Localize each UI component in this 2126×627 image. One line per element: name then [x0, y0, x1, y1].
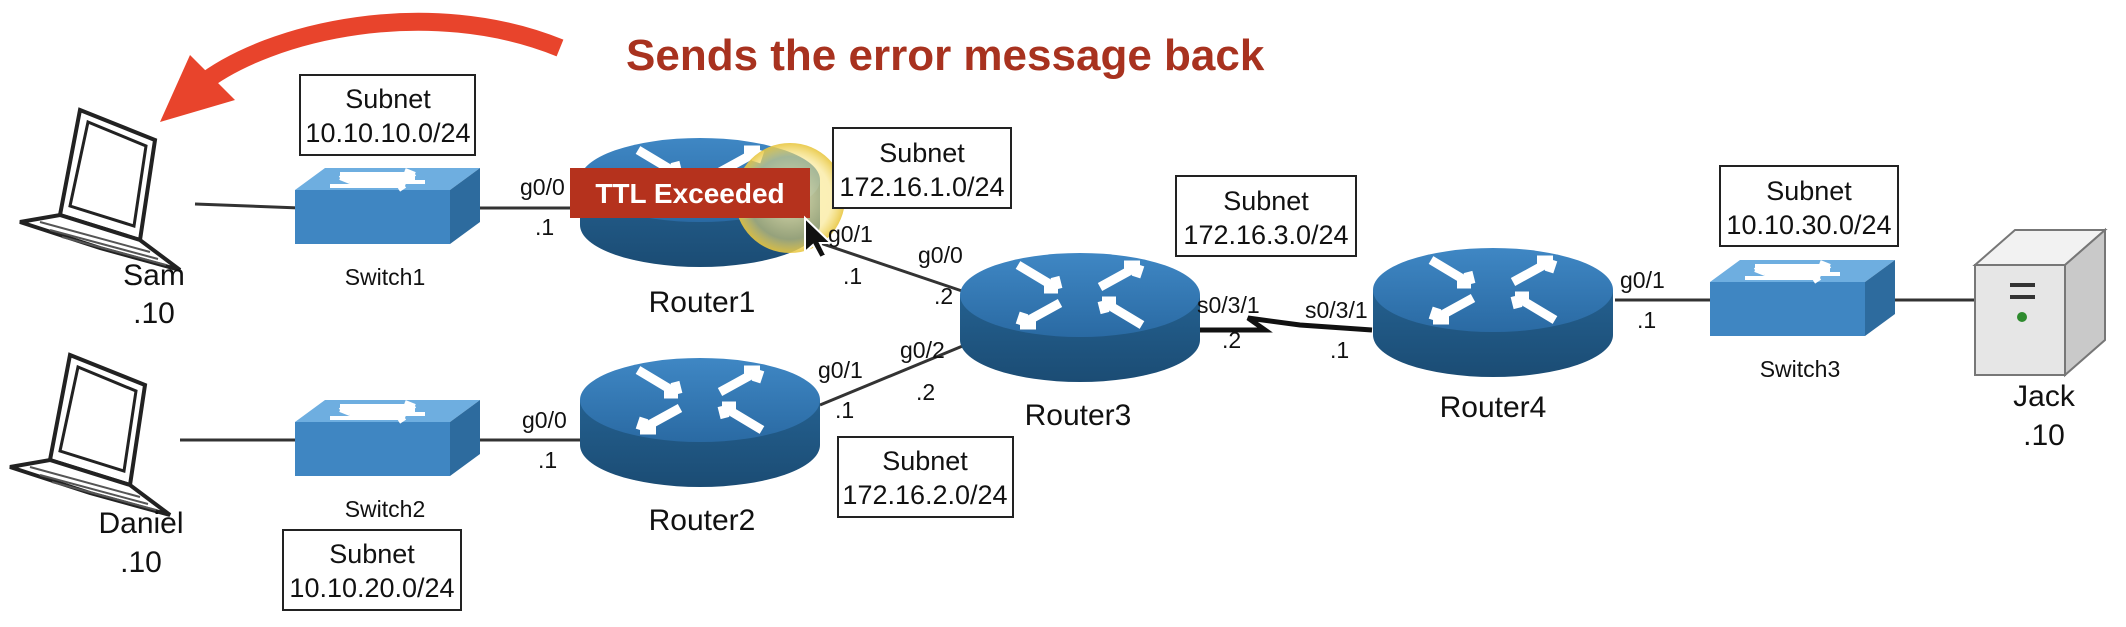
switch3-label: Switch3 — [1760, 356, 1841, 382]
host-sam-name: Sam — [123, 259, 185, 292]
subnet-box: Subnet 172.16.1.0/24 — [832, 127, 1012, 209]
ttl-banner — [570, 168, 810, 218]
router3-label: Router3 — [1025, 399, 1132, 432]
subnet-box: Subnet 10.10.20.0/24 — [282, 529, 462, 611]
svg-text:172.16.2.0/24: 172.16.2.0/24 — [842, 480, 1007, 510]
interface-ip: .1 — [1330, 337, 1349, 363]
svg-text:Subnet: Subnet — [1223, 186, 1309, 216]
laptop-daniel-icon[interactable] — [8, 353, 172, 517]
interface-label: g0/1 — [828, 221, 873, 247]
interface-label: s0/3/1 — [1197, 292, 1260, 318]
svg-text:Subnet: Subnet — [345, 84, 431, 114]
interface-label: g0/0 — [918, 242, 963, 268]
interface-ip: .1 — [538, 447, 557, 473]
subnet-box: Subnet 172.16.2.0/24 — [837, 436, 1014, 518]
router2-icon[interactable] — [580, 358, 820, 487]
router2-label: Router2 — [649, 504, 756, 537]
subnet-box: Subnet 172.16.3.0/24 — [1175, 175, 1357, 257]
interface-label: g0/1 — [1620, 267, 1665, 293]
interface-ip: .2 — [934, 283, 953, 309]
host-jack-addr: .10 — [2023, 419, 2065, 452]
ttl-banner-text: TTL Exceeded — [595, 178, 784, 209]
return-arrowhead — [160, 55, 235, 122]
host-daniel-addr: .10 — [120, 546, 162, 579]
switch2-label: Switch2 — [345, 496, 426, 522]
interface-ip: .2 — [916, 379, 935, 405]
interface-ip: .1 — [535, 214, 554, 240]
svg-text:172.16.3.0/24: 172.16.3.0/24 — [1183, 220, 1348, 250]
interface-label: g0/0 — [520, 174, 565, 200]
network-links — [180, 202, 1985, 442]
svg-text:Subnet: Subnet — [329, 539, 415, 569]
return-arrow-icon — [194, 12, 564, 93]
subnet-box: Subnet 10.10.30.0/24 — [1719, 165, 1899, 247]
switch3-icon[interactable] — [1708, 258, 1897, 338]
interface-ip: .2 — [1222, 327, 1241, 353]
switch2-icon[interactable] — [293, 398, 482, 478]
svg-text:10.10.30.0/24: 10.10.30.0/24 — [1726, 210, 1891, 240]
interface-ip: .1 — [1637, 307, 1656, 333]
router3-icon[interactable] — [960, 253, 1200, 382]
interface-label: g0/1 — [818, 357, 863, 383]
host-jack-name: Jack — [2013, 380, 2076, 413]
svg-text:172.16.1.0/24: 172.16.1.0/24 — [839, 172, 1004, 202]
svg-text:Subnet: Subnet — [1766, 176, 1852, 206]
switch1-icon[interactable] — [293, 166, 482, 246]
switch1-label: Switch1 — [345, 264, 426, 290]
interface-label: g0/0 — [522, 407, 567, 433]
interface-label: s0/3/1 — [1305, 297, 1368, 323]
svg-text:Subnet: Subnet — [882, 446, 968, 476]
router1-label: Router1 — [649, 286, 756, 319]
host-daniel-name: Daniel — [98, 507, 183, 540]
router4-label: Router4 — [1440, 391, 1547, 424]
svg-text:Subnet: Subnet — [879, 138, 965, 168]
serial-link — [1200, 315, 1373, 333]
interface-ip: .1 — [835, 397, 854, 423]
heading-text: Sends the error message back — [626, 31, 1265, 80]
server-jack-icon[interactable] — [1972, 227, 2108, 378]
cursor-icon — [804, 215, 834, 260]
laptop-sam-icon[interactable] — [18, 108, 182, 272]
host-sam-addr: .10 — [133, 297, 175, 330]
svg-text:10.10.20.0/24: 10.10.20.0/24 — [289, 573, 454, 603]
router4-icon[interactable] — [1373, 248, 1613, 377]
interface-ip: .1 — [843, 263, 862, 289]
svg-text:10.10.10.0/24: 10.10.10.0/24 — [305, 118, 470, 148]
subnet-box: Subnet 10.10.10.0/24 — [299, 74, 476, 156]
interface-label: g0/2 — [900, 337, 945, 363]
